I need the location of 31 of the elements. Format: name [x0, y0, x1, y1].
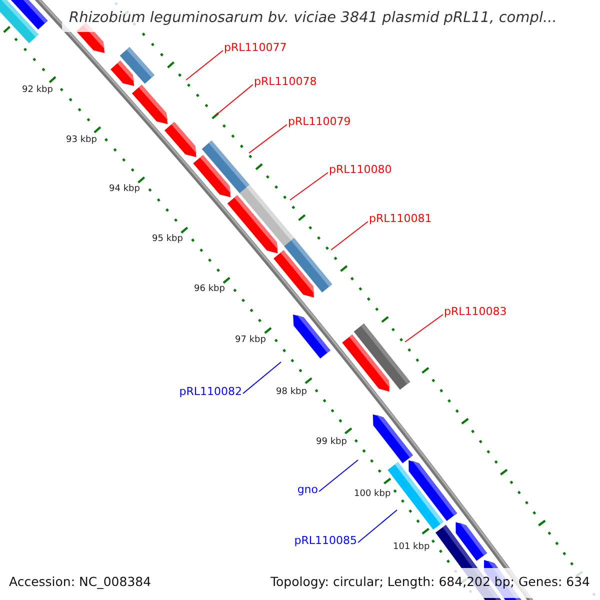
scale-label: 95 kbp	[152, 234, 183, 244]
leader-line	[242, 362, 282, 394]
leader-line	[404, 314, 444, 342]
scale-label: 93 kbp	[66, 136, 97, 144]
leader-line	[318, 460, 358, 492]
gene-label: gno	[297, 484, 318, 494]
gene-label: pRL110077	[224, 42, 287, 52]
scale-label: 99 kbp	[316, 438, 347, 446]
scale-label: 94 kbp	[109, 184, 140, 194]
footer-text: Accession: NC_008384	[9, 576, 152, 588]
scale-label: 96 kbp	[194, 284, 225, 294]
leader-line	[290, 172, 328, 200]
title: Rhizobium leguminosarum bv. viciae 3841 plasmid pRL11, compl...	[69, 10, 557, 26]
gene-label: pRL110083	[444, 306, 507, 316]
footer-text: Topology: circular; Length: 684,202 bp; Genes: 634	[270, 576, 590, 588]
gene-label: pRL110080	[329, 164, 392, 174]
gene-label: pRL110082	[179, 386, 242, 396]
leader-line	[248, 124, 288, 154]
leader-line	[216, 84, 254, 116]
gene-label: pRL110079	[288, 116, 351, 126]
scale-label: 100 kbp	[354, 490, 391, 498]
scale-label: 101 kbp	[393, 542, 430, 552]
leader-line	[358, 510, 398, 543]
gene-label: pRL110078	[254, 76, 317, 86]
gene-label: pRL110081	[369, 212, 432, 224]
gene-label: pRL110085	[294, 534, 357, 546]
scale-label: 97 kbp	[235, 336, 266, 344]
leader-line	[330, 221, 368, 250]
scale-label: 92 kbp	[22, 86, 53, 94]
leader-line	[186, 50, 224, 80]
scale-label: 98 kbp	[276, 388, 307, 396]
